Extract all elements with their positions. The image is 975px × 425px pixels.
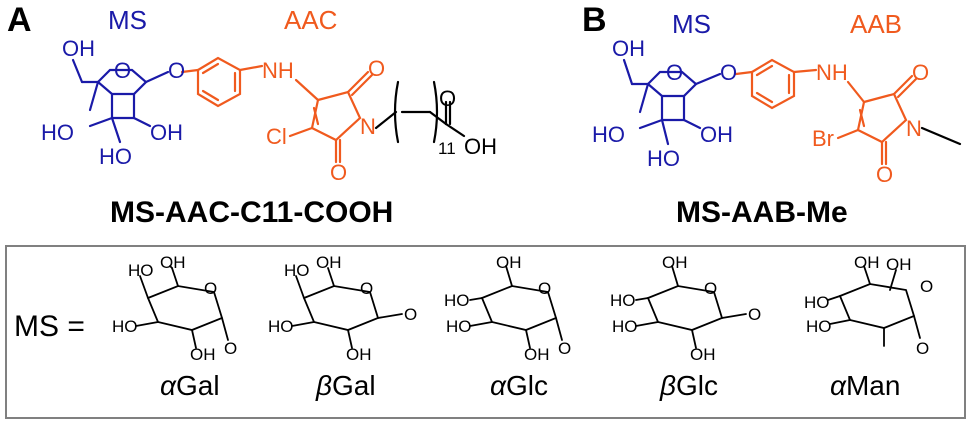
sugar-suffix: Gal	[332, 370, 376, 401]
sugar-name-bGlc: βGlc	[660, 372, 718, 400]
sugar-name-bGal: βGal	[316, 372, 376, 400]
panelA-atom-oh-acid: OH	[464, 134, 497, 159]
panelB-aab-label: AAB	[850, 9, 903, 39]
panelA-atom-cl: Cl	[266, 124, 287, 149]
sugar-greek: β	[660, 370, 676, 401]
panelB-atom-n: N	[906, 116, 922, 141]
sugar-suffix: Glc	[676, 370, 718, 401]
panelA-atom-nh: NH	[262, 58, 294, 83]
sugar-bGal-atom: OH	[316, 253, 342, 272]
panelA-atom-ho-left: HO	[41, 120, 74, 145]
panelA-letter: A	[7, 1, 32, 39]
panelA-atom-ho-bottom: HO	[99, 144, 132, 169]
panelB-letter: B	[582, 1, 607, 39]
sugar-greek: β	[316, 370, 332, 401]
panelB-atom-ho-left: HO	[592, 122, 625, 147]
sugar-bGal-bonds	[291, 267, 403, 349]
panelA-atom-o-link: O	[168, 58, 186, 83]
panelA-chain-bonds	[374, 80, 466, 144]
panelA-linker-bonds	[180, 56, 374, 164]
panelA-atom-o-imide-top: O	[368, 56, 386, 81]
sugar-aGlc-atom: O	[558, 339, 572, 358]
panelB-atom-nh: NH	[816, 60, 848, 85]
panelB-linker-bonds	[734, 58, 918, 166]
sugar-suffix: Glc	[505, 370, 548, 401]
sugar-greek: α	[490, 370, 506, 401]
sugar-aMan-atom: OH	[854, 253, 880, 272]
panelA-atom-o-imide-bot: O	[330, 160, 348, 185]
sugar-name-aGal: αGal	[160, 372, 220, 400]
sugar-suffix: Gal	[175, 370, 220, 401]
sugar-greek: α	[830, 370, 846, 401]
panelB-atom-o-link: O	[720, 60, 738, 85]
panelB-compound-name: MS-AAB-Me	[676, 196, 848, 229]
sugar-aGal-atom: HO	[112, 317, 138, 336]
panelA-ms-label: MS	[108, 5, 147, 35]
sugar-aGal-atom: O	[224, 339, 238, 358]
panelB-methyl-bond	[920, 126, 962, 146]
panelB-atom-o-ring: O	[666, 60, 684, 85]
sugar-aGlc-atom: O	[538, 279, 552, 298]
panelA-aac-label: AAC	[284, 5, 338, 35]
panelA-compound-name: MS-AAC-C11-COOH	[110, 196, 394, 229]
sugar-bGal-atom: HO	[268, 317, 294, 336]
sugar-greek: α	[160, 370, 176, 401]
sugar-aGal-atom: O	[204, 279, 218, 298]
sugar-aGlc-bonds	[469, 265, 563, 349]
sugar-bGlc-bonds	[635, 265, 747, 349]
panelB-atom-oh-top: OH	[612, 36, 645, 61]
sugar-aMan-atom: O	[920, 277, 934, 296]
panelA-chain-subscript: 11	[438, 139, 456, 158]
sugar-aMan-atom: OH	[886, 255, 912, 274]
sugar-aGlc-atom: HO	[446, 317, 472, 336]
panelB-atom-oh-right: OH	[700, 122, 733, 147]
sugar-bGal-atom: O	[360, 279, 374, 298]
panelB-atom-ho-bottom: HO	[647, 146, 680, 171]
panelA-atom-oh-top: OH	[62, 36, 95, 61]
sugar-aGal-atom: OH	[160, 253, 186, 272]
panelA-sugar-bonds	[71, 58, 170, 144]
panelB-atom-br: Br	[812, 126, 834, 151]
sugar-aMan-bonds	[827, 265, 921, 347]
sugar-legend-box	[5, 245, 966, 419]
sugar-bGlc-atom: HO	[610, 291, 636, 310]
sugar-bGal-atom: O	[404, 305, 418, 324]
sugar-bGlc-atom: O	[748, 305, 762, 324]
sugar-bGlc-atom: OH	[690, 345, 716, 364]
panelB-sugar-bonds	[622, 58, 722, 146]
sugar-suffix: Man	[845, 370, 901, 401]
legend-ms-equals: MS =	[14, 310, 85, 343]
panelB-ms-label: MS	[672, 9, 711, 39]
sugar-aGal-bonds	[135, 265, 229, 349]
panelA-atom-oh-right: OH	[150, 120, 183, 145]
panelB-atom-o-imide-top: O	[912, 60, 930, 85]
sugar-aMan-atom: HO	[806, 317, 832, 336]
sugar-aGlc-atom: HO	[444, 291, 470, 310]
sugar-bGal-atom: OH	[346, 345, 372, 364]
panelA-atom-o-acid: O	[439, 86, 457, 111]
sugar-aMan-atom: HO	[804, 293, 830, 312]
sugar-aGlc-atom: OH	[496, 253, 522, 272]
sugar-bGlc-atom: O	[704, 279, 718, 298]
sugar-aGal-atom: HO	[128, 261, 154, 280]
panelB-atom-o-imide-bot: O	[876, 162, 894, 187]
sugar-aGal-atom: OH	[190, 345, 216, 364]
sugar-bGal-atom: HO	[284, 261, 310, 280]
sugar-name-aGlc: αGlc	[490, 372, 548, 400]
sugar-bGlc-atom: HO	[612, 317, 638, 336]
legend-sugar-bonds	[135, 265, 921, 349]
sugar-name-aMan: αMan	[830, 372, 900, 400]
sugar-aGlc-atom: OH	[524, 345, 550, 364]
sugar-aMan-atom: O	[916, 339, 930, 358]
panelA-atom-o-ring: O	[114, 58, 132, 83]
panelA-atom-n: N	[360, 114, 376, 139]
sugar-bGlc-atom: OH	[662, 253, 688, 272]
